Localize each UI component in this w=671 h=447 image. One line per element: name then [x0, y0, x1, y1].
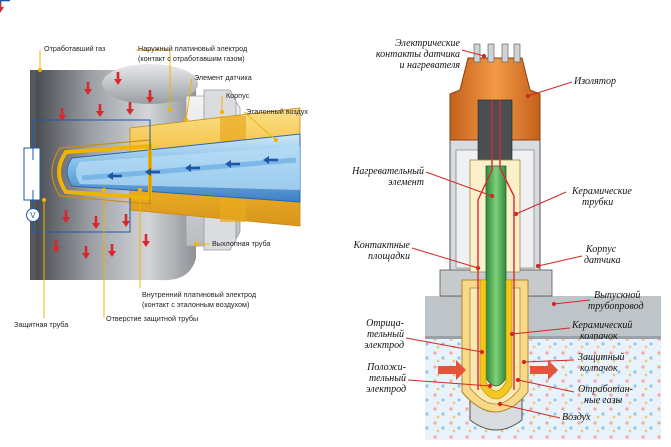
- insulator-shape: [449, 43, 541, 161]
- label-air: Воздух: [562, 412, 591, 423]
- label-exhaust-gas: Отработавший газ: [44, 44, 106, 53]
- label-outer-electrode-1: Наружный платиновый электрод: [138, 44, 248, 53]
- label-protective-cap-1: Защитный: [578, 352, 625, 363]
- label-exhaust-gases-1: Отработан-: [578, 384, 633, 395]
- exhaust-gas-arrows: [0, 0, 154, 259]
- label-exhaust-gases-2: ные газы: [584, 395, 623, 406]
- label-outer-electrode-2: (контакт с отработавшим газом): [138, 54, 245, 63]
- label-inner-electrode-2: (контакт с эталонным воздухом): [142, 300, 250, 309]
- label-exhaust-pipeline-2: трубопровод: [588, 301, 644, 312]
- right-leader-lines: [405, 49, 591, 419]
- left-leader-lines: [37, 49, 279, 318]
- label-ceramic-tubes-1: Керамические: [572, 186, 632, 197]
- label-protective-tube: Защитная труба: [14, 320, 69, 329]
- voltmeter-icon: [26, 208, 40, 222]
- label-insulator: Изолятор: [574, 76, 616, 87]
- label-heater-1: Нагревательный: [352, 166, 424, 177]
- label-sensor-element: Элемент датчика: [194, 73, 252, 82]
- label-terminals-1: Электрические: [395, 38, 460, 49]
- label-reference-air: Эталонный воздух: [246, 107, 308, 116]
- label-sensor-body-2: датчика: [584, 255, 621, 266]
- protective-tube-shape: [51, 139, 152, 205]
- label-protective-tube-hole: Отверстие защитной трубы: [106, 314, 199, 323]
- label-ceramic-cap-2: колпачок: [580, 331, 618, 342]
- label-inner-electrode-1: Внутренний платиновый электрод: [142, 290, 257, 299]
- label-ceramic-cap-1: Керамический: [572, 320, 633, 331]
- label-terminals-2: контакты датчика: [375, 49, 460, 60]
- voltmeter-symbol: V: [30, 211, 36, 220]
- label-exhaust-pipeline-1: Выпускной: [594, 290, 641, 301]
- label-terminals-3: и нагревателя: [399, 60, 461, 71]
- label-negative-electrode-2: тельный: [366, 329, 404, 340]
- label-negative-electrode-1: Отрица-: [366, 318, 404, 329]
- label-positive-electrode-3: электрод: [366, 384, 406, 395]
- label-protective-cap-2: колпачок: [580, 363, 618, 374]
- label-positive-electrode-1: Положи-: [367, 362, 406, 373]
- label-ceramic-tubes-2: трубки: [582, 197, 614, 208]
- label-sensor-body-1: Корпус: [586, 244, 617, 255]
- label-negative-electrode-3: электрод: [364, 340, 404, 351]
- label-contact-pads-1: Контактные: [353, 240, 410, 251]
- label-housing: Корпус: [226, 91, 250, 100]
- label-positive-electrode-2: тельный: [368, 373, 406, 384]
- label-heater-2: элемент: [388, 177, 424, 188]
- label-exhaust-pipe: Выхлопная труба: [212, 239, 271, 248]
- contact-wires: [477, 100, 515, 390]
- reference-air-arrows: [0, 0, 278, 180]
- label-contact-pads-2: площадки: [367, 251, 410, 262]
- heater-element-shape: [485, 165, 507, 387]
- exhaust-flow-arrows: [438, 360, 558, 380]
